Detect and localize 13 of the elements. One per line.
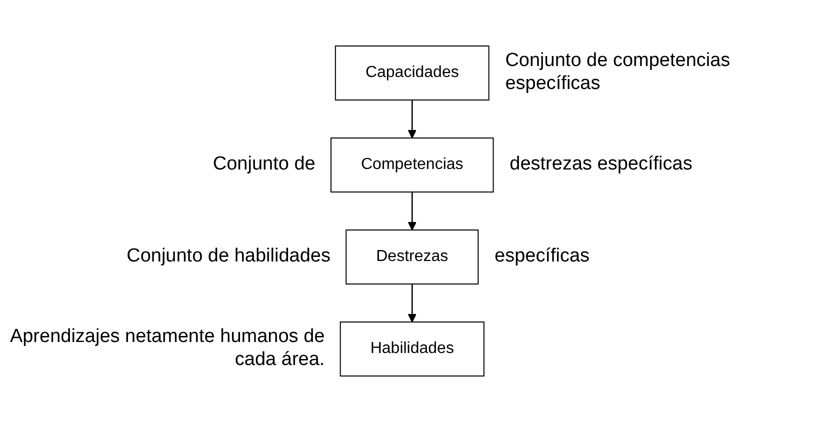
arrow (408, 100, 417, 138)
note-text: específicas (494, 246, 590, 268)
note-text: destrezas específicas (510, 154, 692, 176)
note-text: Conjunto de habilidades (126, 246, 330, 268)
arrow (408, 284, 417, 322)
process-box: Competencias (330, 138, 494, 192)
note-text: Aprendizajes netamente humanos de cada área. (8, 326, 325, 372)
arrow (408, 192, 417, 230)
process-box: Destrezas (346, 230, 480, 284)
note-text: Conjunto de (212, 154, 316, 176)
process-box: Capacidades (335, 46, 490, 100)
process-box: Habilidades (340, 322, 485, 376)
note-text: Conjunto de competencias específicas (505, 50, 732, 96)
